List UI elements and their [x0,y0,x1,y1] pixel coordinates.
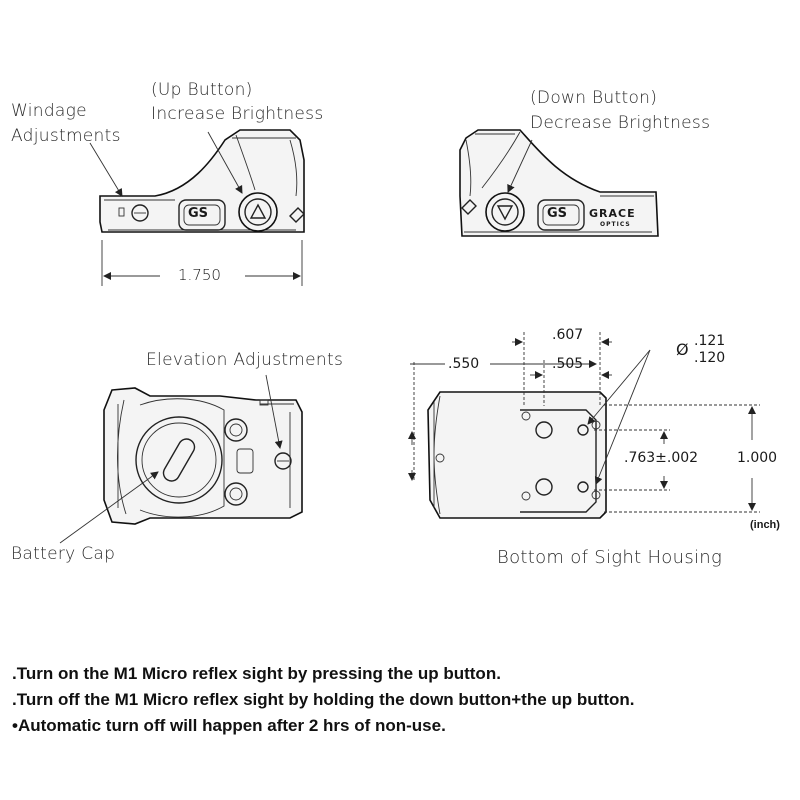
elevation-label: Elevation Adjustments [146,350,344,370]
brand-subtitle: OPTICS [600,221,631,228]
right-logo-plate [537,199,585,231]
battery-cap [135,416,223,504]
screw-hole-front [577,424,589,436]
screw-hole-rear [577,481,589,493]
dim-763: .763±.002 [624,450,699,466]
battery-leader [59,471,159,544]
mount-hole-front [535,421,553,439]
top-view [59,374,303,544]
note-turn-off: .Turn off the M1 Micro reflex sight by h… [12,690,635,709]
top-screw-front [224,418,248,442]
dim-550: .550 [448,356,480,372]
battery-cap-label: Battery Cap [11,544,116,564]
note-turn-on: .Turn on the M1 Micro reflex sight by pr… [12,664,501,683]
windage-leader [89,142,123,197]
elevation-leader [265,374,283,449]
windage-label-line2: Adjustments [11,126,121,146]
left-side-view [89,129,305,286]
note-auto-off: •Automatic turn off will happen after 2 … [12,716,446,735]
windage-label-line1: Windage [11,101,87,121]
up-button-triangle [249,203,267,219]
mount-hole-rear [535,478,553,496]
windage-screw [131,204,149,222]
right-logo-text: GS [547,206,568,221]
elevation-screw [274,452,292,470]
diameter-leader-1 [587,349,651,425]
down-button-leader [507,139,533,193]
top-housing-outline [103,387,303,525]
left-logo-plate [178,199,226,231]
diameter-symbol: Ø [676,340,689,359]
bottom-view-title: Bottom of Sight Housing [497,547,723,568]
up-button-label-line2: Increase Brightness [151,104,324,124]
bottom-view [408,332,760,519]
down-button-triangle [496,205,514,221]
top-screw-rear [224,482,248,506]
brand-name: GRACE [589,207,636,220]
battery-cap-slot [162,438,196,482]
unit-label: (inch) [750,519,780,531]
left-logo-text: GS [188,206,209,221]
down-button-label-line1: (Down Button) [530,88,658,108]
diameter-leader-2 [594,349,651,485]
dim-121: .121 [694,333,726,349]
right-side-view [459,129,659,237]
dim-1000: 1.000 [737,450,778,466]
dim-607: .607 [552,327,584,343]
windage-mark [118,207,125,217]
down-button-label-line2: Decrease Brightness [530,113,711,133]
dim-505: .505 [552,356,584,372]
dim-120: .120 [694,350,726,366]
up-button-leader [207,131,243,194]
up-button-label-line1: (Up Button) [151,80,253,100]
bottom-housing-outline [427,391,607,519]
length-dimension: 1.750 [178,266,221,284]
